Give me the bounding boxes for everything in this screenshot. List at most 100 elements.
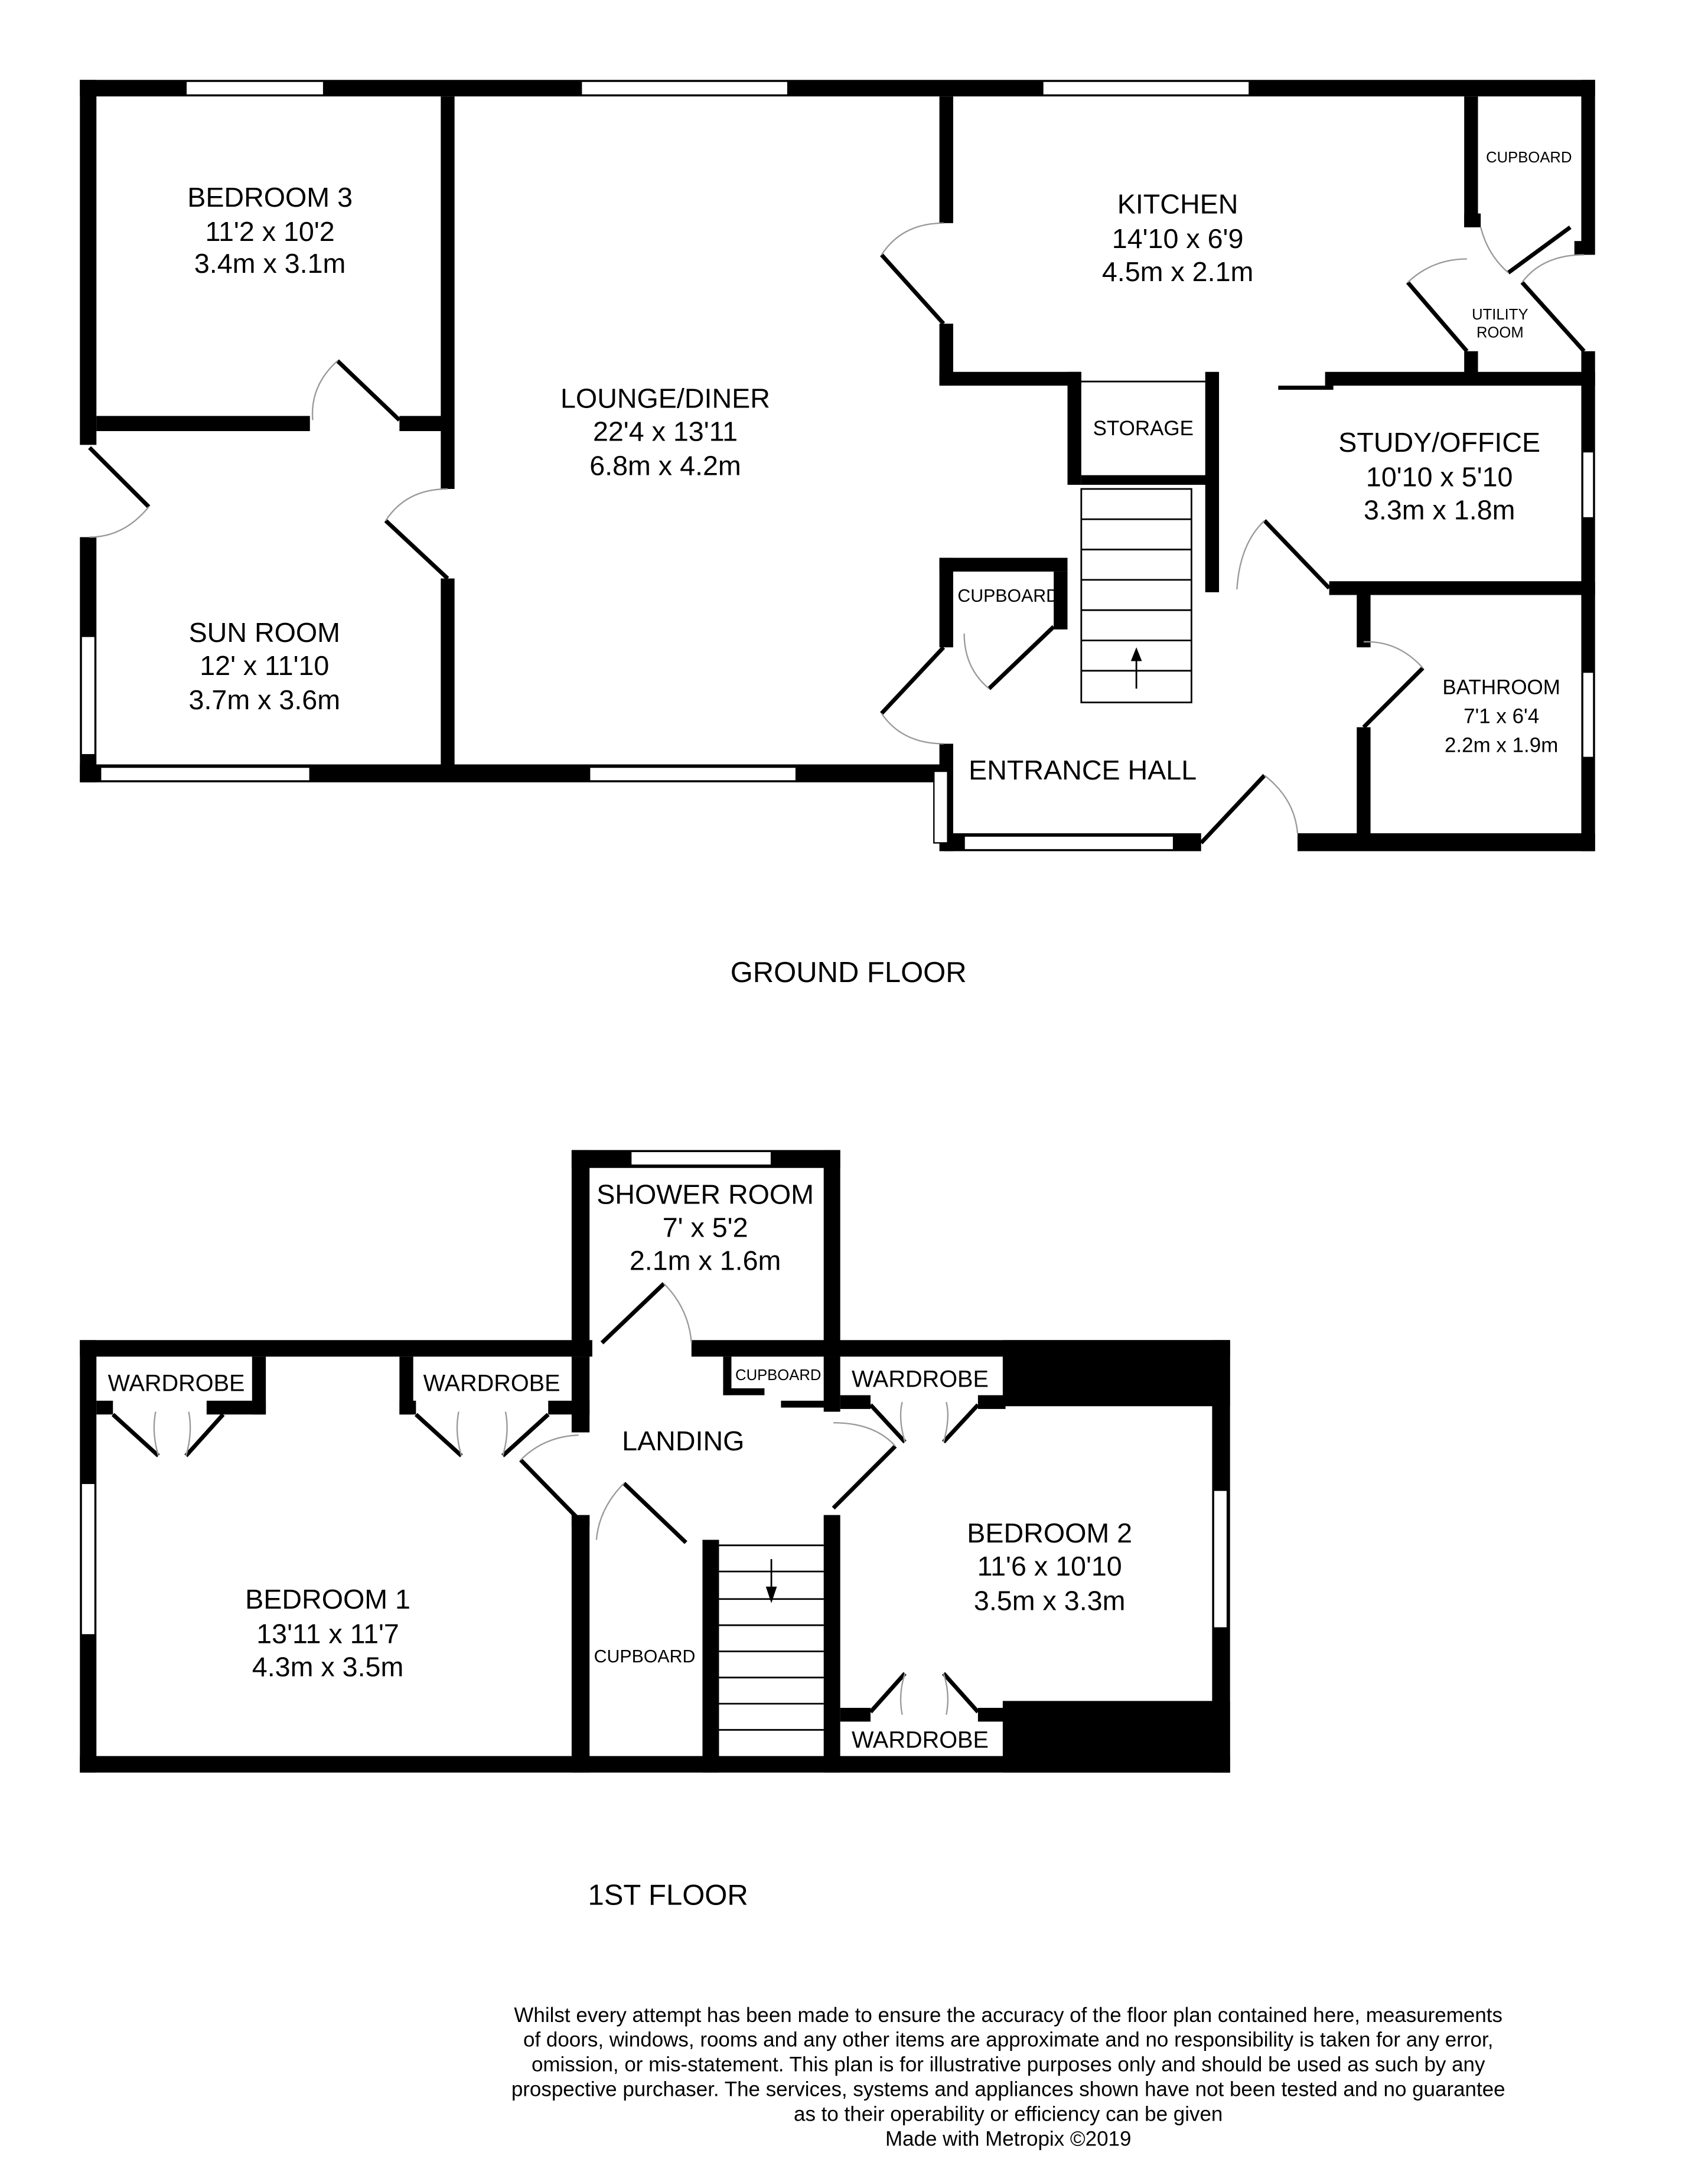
svg-text:10'10 x 5'10: 10'10 x 5'10 <box>1366 461 1513 492</box>
wall <box>1464 96 1478 227</box>
wall <box>939 324 953 386</box>
wall <box>1581 80 1595 255</box>
wall <box>1357 727 1371 838</box>
window <box>589 766 797 782</box>
wall <box>781 1400 830 1408</box>
svg-text:14'10 x 6'9: 14'10 x 6'9 <box>1112 223 1244 254</box>
wall <box>571 1515 590 1773</box>
svg-text:SHOWER ROOM: SHOWER ROOM <box>597 1179 814 1209</box>
wall <box>840 1708 871 1722</box>
staircase <box>1080 488 1192 703</box>
label-entrance-hall: ENTRANCE HALL <box>969 755 1197 785</box>
room-label-bedroom-3: BEDROOM 3 11'2 x 10'2 3.4m x 3.1m <box>187 182 353 279</box>
label-utility-room-2: ROOM <box>1476 324 1524 341</box>
credit: Made with Metropix ©2019 <box>885 2128 1131 2151</box>
svg-text:2.1m x 1.6m: 2.1m x 1.6m <box>630 1245 781 1276</box>
wall <box>1325 371 1595 386</box>
svg-text:Whilst every attempt has been: Whilst every attempt has been made to en… <box>514 2004 1502 2027</box>
svg-text:of doors, windows, rooms and a: of doors, windows, rooms and any other i… <box>523 2028 1493 2052</box>
label-wardrobe: WARDROBE <box>108 1371 245 1397</box>
wall <box>723 1356 732 1395</box>
wall <box>96 416 310 432</box>
svg-text:7'1 x 6'4: 7'1 x 6'4 <box>1463 705 1539 728</box>
wall <box>399 416 448 432</box>
wall <box>977 1395 1006 1409</box>
wall <box>80 80 1595 97</box>
window <box>80 635 96 756</box>
svg-text:BEDROOM 3: BEDROOM 3 <box>187 182 353 213</box>
doors <box>88 222 1586 844</box>
floor-title-first: 1ST FLOOR <box>588 1880 748 1912</box>
window <box>963 835 1175 851</box>
svg-text:6.8m x 4.2m: 6.8m x 4.2m <box>589 451 741 481</box>
svg-text:prospective purchaser. The ser: prospective purchaser. The services, sys… <box>511 2078 1505 2101</box>
wall <box>823 1515 840 1773</box>
wall <box>1574 241 1589 255</box>
wall <box>840 1395 871 1409</box>
label-hall-cupboard: CUPBOARD <box>957 586 1059 606</box>
wall <box>977 1708 1006 1722</box>
wall <box>939 557 1068 572</box>
wall <box>939 371 1081 386</box>
wall <box>723 1388 765 1395</box>
wall <box>571 1356 590 1433</box>
svg-text:as to their operability or eff: as to their operability or efficiency ca… <box>794 2103 1223 2126</box>
room-label-sun-room: SUN ROOM 12' x 11'10 3.7m x 3.6m <box>189 617 341 715</box>
floor-title-ground: GROUND FLOOR <box>731 957 967 989</box>
wall <box>1464 351 1478 379</box>
wall <box>80 1340 592 1357</box>
svg-text:12' x 11'10: 12' x 11'10 <box>200 650 329 681</box>
svg-text:7' x 5'2: 7' x 5'2 <box>663 1212 748 1242</box>
svg-text:2.2m x 1.9m: 2.2m x 1.9m <box>1445 733 1558 756</box>
wall <box>1581 351 1595 852</box>
label-landing-cupboard: CUPBOARD <box>735 1367 821 1384</box>
label-landing: LANDING <box>622 1426 744 1456</box>
svg-text:11'2 x 10'2: 11'2 x 10'2 <box>206 216 335 247</box>
wall <box>1329 581 1595 595</box>
wall <box>441 578 455 772</box>
staircase <box>719 1544 824 1731</box>
wall <box>1002 1701 1230 1773</box>
room-label-shower-room: SHOWER ROOM 7' x 5'2 2.1m x 1.6m <box>597 1179 814 1276</box>
room-label-bedroom-1: BEDROOM 1 13'11 x 11'7 4.3m x 3.5m <box>245 1584 410 1682</box>
wall <box>1464 213 1481 227</box>
svg-text:KITCHEN: KITCHEN <box>1117 189 1238 220</box>
window <box>1212 1489 1228 1629</box>
svg-text:SUN ROOM: SUN ROOM <box>189 617 340 648</box>
svg-text:3.5m x 3.3m: 3.5m x 3.3m <box>974 1585 1126 1616</box>
label-wardrobe: WARDROBE <box>852 1727 989 1753</box>
svg-text:BATHROOM: BATHROOM <box>1442 676 1560 699</box>
window <box>185 80 325 96</box>
wall <box>571 1150 590 1357</box>
svg-text:4.3m x 3.5m: 4.3m x 3.5m <box>252 1651 404 1682</box>
wall <box>80 80 97 445</box>
wall <box>939 557 953 648</box>
window <box>1582 451 1595 519</box>
wall <box>1357 592 1371 648</box>
wall <box>1054 571 1068 630</box>
svg-text:BEDROOM 1: BEDROOM 1 <box>245 1584 410 1615</box>
label-storage: STORAGE <box>1093 417 1194 440</box>
wall <box>1002 1340 1230 1407</box>
disclaimer: Whilst every attempt has been made to en… <box>511 2004 1505 2151</box>
label-utility-room: UTILITY <box>1472 306 1528 323</box>
window <box>933 770 948 844</box>
window <box>630 1150 772 1166</box>
window <box>581 80 789 96</box>
wall <box>206 1400 266 1415</box>
room-label-bedroom-2: BEDROOM 2 11'6 x 10'10 3.5m x 3.3m <box>967 1518 1132 1616</box>
wall <box>702 1540 719 1773</box>
svg-text:3.3m x 1.8m: 3.3m x 1.8m <box>1364 494 1515 525</box>
wall <box>823 1356 840 1412</box>
label-wardrobe: WARDROBE <box>852 1367 989 1392</box>
doors <box>111 1282 980 1715</box>
wall <box>1067 371 1081 485</box>
window <box>100 766 311 782</box>
svg-text:LOUNGE/DINER: LOUNGE/DINER <box>560 383 770 413</box>
svg-text:3.7m x 3.6m: 3.7m x 3.6m <box>189 684 341 715</box>
wall <box>441 96 455 489</box>
wall <box>1081 475 1212 485</box>
svg-text:omission, or mis-statement. Th: omission, or mis-statement. This plan is… <box>532 2053 1485 2076</box>
window <box>1042 80 1250 96</box>
